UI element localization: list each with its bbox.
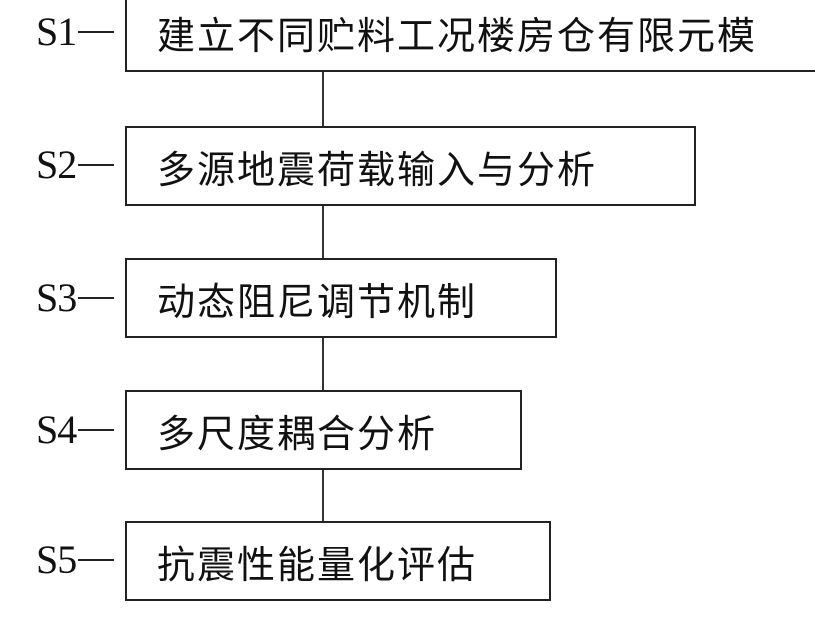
step-text: 建立不同贮料工况楼房仓有限元模 — [157, 5, 757, 60]
connector-s4-s5 — [322, 469, 324, 523]
connector-s3-s4 — [322, 338, 324, 392]
step-box-s2: 多源地震荷载输入与分析 — [125, 126, 696, 206]
step-box-s5: 抗震性能量化评估 — [125, 521, 551, 601]
step-label-s2: S2 — [36, 145, 126, 185]
step-leader-line — [78, 297, 114, 299]
step-text: 抗震性能量化评估 — [157, 534, 477, 589]
step-id: S5 — [36, 540, 76, 580]
connector-s1-s2 — [322, 72, 324, 128]
step-label-s1: S1 — [36, 12, 126, 52]
step-box-s4: 多尺度耦合分析 — [125, 390, 522, 470]
step-text: 多源地震荷载输入与分析 — [157, 139, 597, 194]
step-leader-line — [78, 31, 114, 33]
step-text: 多尺度耦合分析 — [157, 403, 437, 458]
step-id: S2 — [36, 145, 76, 185]
step-text: 动态阻尼调节机制 — [157, 271, 477, 326]
step-leader-line — [78, 429, 114, 431]
step-box-s3: 动态阻尼调节机制 — [125, 258, 557, 338]
connector-s2-s3 — [322, 205, 324, 260]
step-label-s4: S4 — [36, 410, 126, 450]
step-id: S4 — [36, 410, 76, 450]
step-id: S3 — [36, 278, 76, 318]
step-leader-line — [78, 559, 114, 561]
step-label-s5: S5 — [36, 540, 126, 580]
step-leader-line — [78, 164, 114, 166]
step-box-s1: 建立不同贮料工况楼房仓有限元模 — [125, 0, 815, 72]
step-id: S1 — [36, 12, 76, 52]
step-label-s3: S3 — [36, 278, 126, 318]
